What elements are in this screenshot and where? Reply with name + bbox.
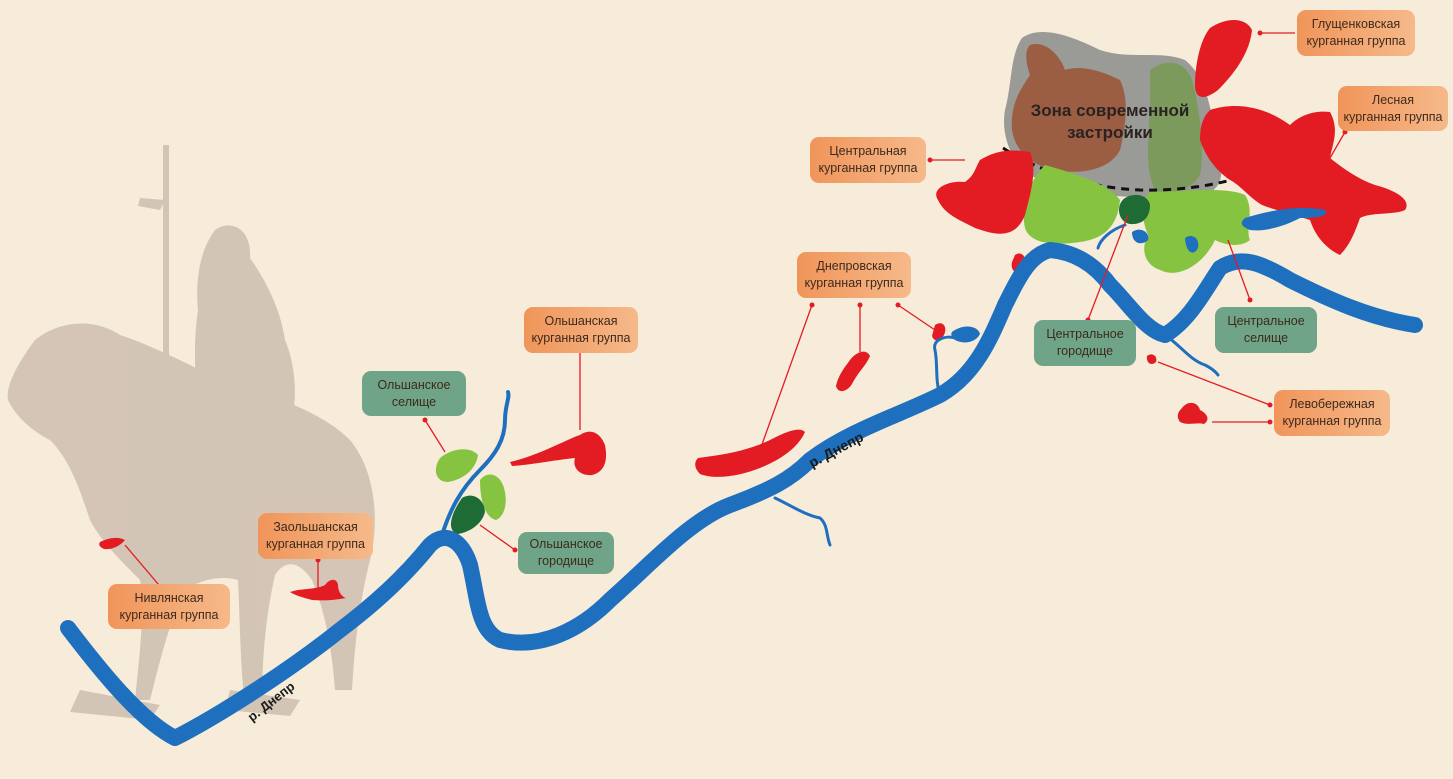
levoberezhnaya-shape [1177, 402, 1208, 424]
label-olshanskaya[interactable]: Ольшанская курганная группа [524, 307, 638, 353]
modern-zone-label: Зона современной застройки [1015, 100, 1205, 144]
glushchenkovskaya-shape [1195, 20, 1252, 97]
label-olshanskoe-gorodishche[interactable]: Ольшанское городище [518, 532, 614, 574]
kurgan-groups [99, 20, 1407, 601]
central-lake [1132, 229, 1149, 244]
olshanskoe-hillfort-area [450, 495, 485, 534]
olshanka-tributary [440, 390, 511, 537]
leader-lines [124, 32, 1346, 599]
dneprovskaya-long-shape [695, 429, 805, 477]
modern-zone-label-line1: Зона современной [1030, 101, 1190, 120]
modern-zone-boundary [1002, 146, 1239, 192]
dneprovskaya-small-shape [932, 323, 946, 341]
tributary-north [933, 335, 957, 397]
modern-zone-olive [1147, 62, 1203, 193]
label-levoberezhnaya[interactable]: Левобережная курганная группа [1274, 390, 1390, 436]
central-channel [1096, 223, 1127, 250]
olshanskaya-shape [510, 431, 607, 476]
olshanskoe-settlement-east [480, 474, 506, 520]
label-lesnaya[interactable]: Лесная курганная группа [1338, 86, 1448, 131]
east-channel [1163, 333, 1220, 377]
label-centralnoe-gorodishche[interactable]: Центральное городище [1034, 320, 1136, 366]
small-lake [1185, 236, 1199, 253]
label-olshanskoe-selishche[interactable]: Ольшанское селище [362, 371, 466, 416]
zaolshanskaya-shape [290, 579, 346, 601]
leader-dots [167, 30, 1348, 601]
levoberezhnaya-small [1146, 354, 1157, 364]
dnieper-river [60, 223, 1423, 746]
label-centralnaya[interactable]: Центральная курганная группа [810, 137, 926, 183]
north-lake [951, 326, 980, 343]
dneprovskaya-mid-shape [836, 351, 870, 392]
label-centralnoe-selishche[interactable]: Центральное селище [1215, 307, 1317, 353]
tributary-mid [773, 496, 832, 547]
label-nivlyanskaya[interactable]: Нивлянская курганная группа [108, 584, 230, 629]
east-lake [1241, 207, 1327, 231]
modern-zone-brown [1011, 44, 1126, 172]
nivlyanskaya-shape [99, 537, 125, 550]
modern-zone-label-line2: застройки [1067, 123, 1153, 142]
olshanskoe-settlement-area [435, 449, 478, 482]
central-settlement-area [1023, 165, 1120, 244]
label-zaolshanskaya[interactable]: Заольшанская курганная группа [258, 513, 373, 559]
label-glushchenkovskaya[interactable]: Глущенковская курганная группа [1297, 10, 1415, 56]
lesnaya-shape [1200, 105, 1407, 255]
central-settlement-east [1142, 190, 1250, 273]
label-dneprovskaya[interactable]: Днепровская курганная группа [797, 252, 911, 298]
central-kurgan-shape [936, 150, 1034, 234]
dnieper-main [60, 242, 1423, 746]
